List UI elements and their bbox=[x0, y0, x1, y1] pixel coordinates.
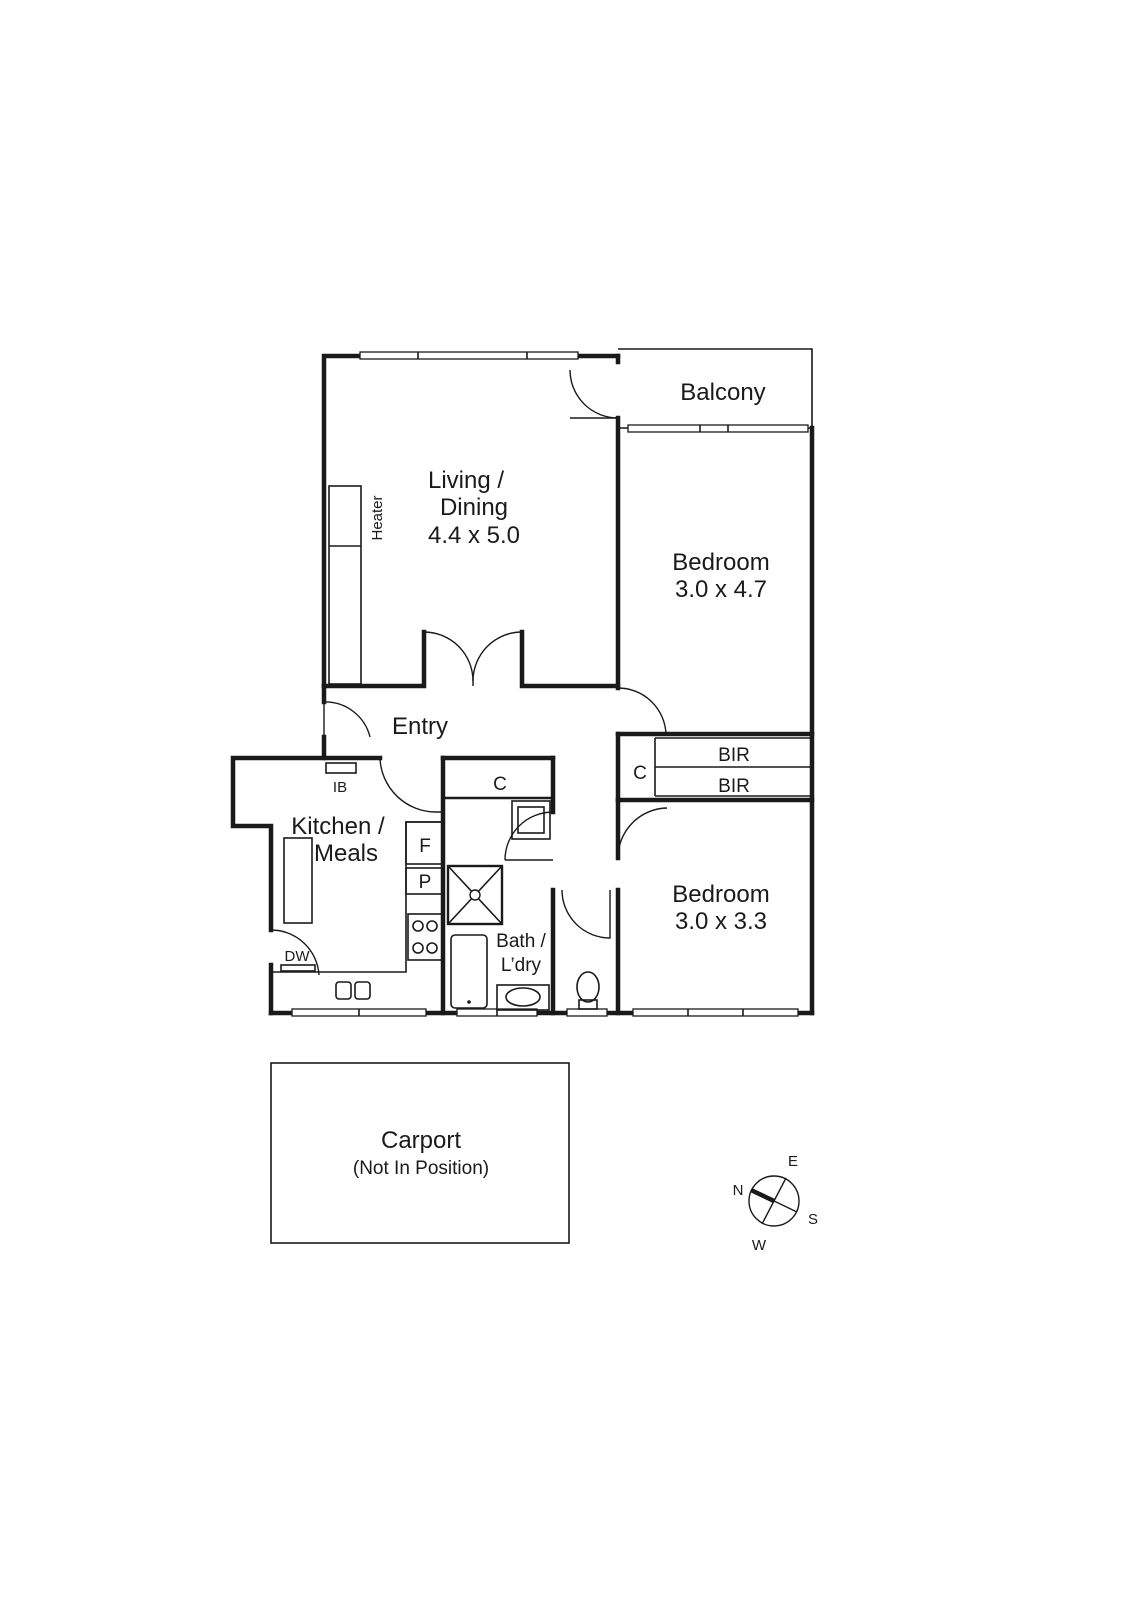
carport-note: (Not In Position) bbox=[353, 1158, 489, 1179]
compass-e: E bbox=[788, 1153, 798, 1170]
entry-label: Entry bbox=[392, 713, 448, 740]
living-size: 4.4 x 5.0 bbox=[428, 522, 520, 549]
carport-outline bbox=[270, 1062, 570, 1244]
cupboard-hall-label: C bbox=[493, 774, 507, 795]
compass-n: N bbox=[733, 1182, 744, 1199]
compass-north-needle bbox=[750, 1187, 775, 1204]
bedroom1-label: Bedroom bbox=[672, 549, 769, 576]
carport-label: Carport bbox=[381, 1127, 461, 1154]
pantry-label: P bbox=[419, 872, 432, 893]
compass-ring bbox=[748, 1175, 800, 1227]
ib-label: IB bbox=[333, 779, 347, 796]
bath-label-1: Bath / bbox=[496, 931, 546, 952]
fridge-label: F bbox=[419, 836, 431, 857]
kitchen-label-1: Kitchen / bbox=[291, 813, 385, 840]
bir-bottom-label: BIR bbox=[718, 776, 750, 797]
compass-s: S bbox=[808, 1211, 818, 1228]
living-label-2: Dining bbox=[440, 494, 508, 521]
kitchen-label-2: Meals bbox=[314, 840, 378, 867]
bath-label-2: L’dry bbox=[501, 955, 542, 976]
balcony-label: Balcony bbox=[680, 379, 765, 406]
bedroom2-label: Bedroom bbox=[672, 881, 769, 908]
compass-w: W bbox=[752, 1237, 767, 1254]
living-label-1: Living / bbox=[428, 467, 504, 494]
fixtures bbox=[271, 485, 812, 1011]
dw-label: DW bbox=[285, 948, 311, 965]
bedroom1-size: 3.0 x 4.7 bbox=[675, 576, 767, 603]
cupboard-bed-label: C bbox=[633, 763, 647, 784]
doors bbox=[270, 369, 668, 976]
windows bbox=[291, 351, 809, 1017]
bir-top-label: BIR bbox=[718, 745, 750, 766]
heater-label: Heater bbox=[369, 495, 386, 540]
compass: N E S W bbox=[733, 1153, 818, 1254]
bedroom2-size: 3.0 x 3.3 bbox=[675, 908, 767, 935]
